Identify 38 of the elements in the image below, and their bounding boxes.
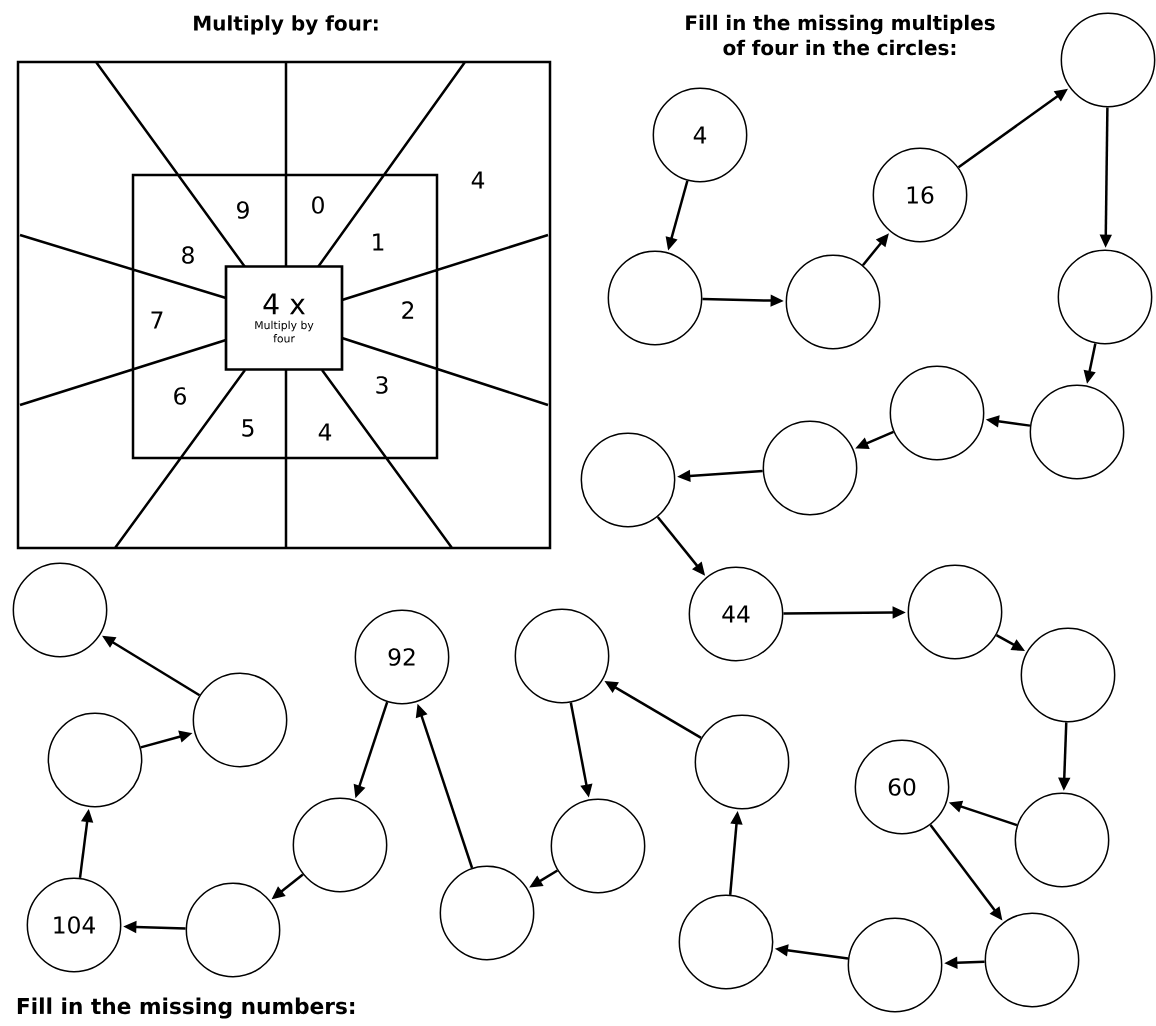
- number-circle: [514, 608, 610, 704]
- number-circle: [607, 250, 703, 346]
- number-circle: [550, 798, 646, 894]
- center-box: 4 x Multiply by four: [224, 265, 344, 371]
- number-circle: [1020, 627, 1116, 723]
- number-circle: [762, 420, 858, 516]
- number-circle: [1014, 792, 1110, 888]
- number-circle: [439, 865, 535, 961]
- heading: Fill in the missing numbers:: [17, 997, 355, 1019]
- number-circle: [694, 714, 790, 810]
- digit-label: 5: [242, 419, 254, 437]
- number-circle: [984, 912, 1080, 1008]
- number-circle: [12, 562, 108, 658]
- digit-label: 2: [402, 301, 414, 319]
- digit-label: 4: [471, 171, 485, 189]
- heading: Multiply by four:: [194, 15, 378, 35]
- number-circle: [580, 432, 676, 528]
- number-circle: [785, 254, 881, 350]
- digit-label: 0: [312, 196, 324, 214]
- number-circle: [678, 894, 774, 990]
- number-circle: [889, 365, 985, 461]
- digit-label: 4: [318, 423, 332, 441]
- number-circle: [292, 797, 388, 893]
- digit-label: 3: [376, 376, 388, 394]
- number-circle: [1060, 12, 1156, 108]
- number-circle: [847, 917, 943, 1013]
- number-circle: [185, 882, 281, 978]
- digit-label: 1: [373, 233, 384, 251]
- heading: Fill in the missing multiples of four in the circles:: [686, 14, 995, 56]
- number-circle: [192, 672, 288, 768]
- number-circle: [907, 564, 1003, 660]
- number-circle: [1057, 249, 1153, 345]
- number-circle: [1029, 384, 1125, 480]
- digit-label: 8: [182, 246, 194, 264]
- digit-label: 7: [151, 311, 163, 329]
- digit-label: 6: [174, 387, 186, 405]
- number-circle: [47, 712, 143, 808]
- digit-label: 9: [237, 201, 249, 219]
